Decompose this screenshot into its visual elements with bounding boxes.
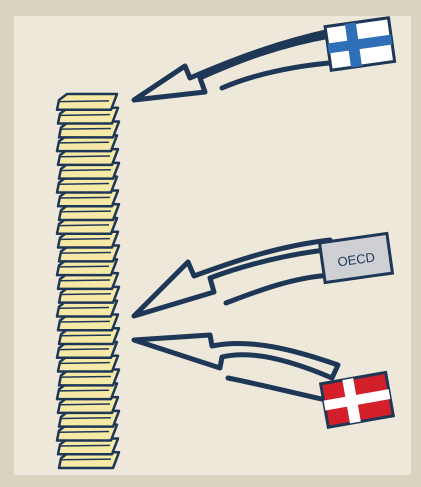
paper-edge-line <box>60 417 112 420</box>
paper-edge-line <box>58 265 110 268</box>
paper-edge-line <box>60 251 112 254</box>
paper-edge-line <box>58 306 110 309</box>
paper-edge-line <box>58 389 110 392</box>
paper-edge-line <box>60 334 112 337</box>
paper-edge-line <box>58 348 110 351</box>
denmark-flag <box>318 370 396 429</box>
paper-edge-line <box>59 403 111 406</box>
paper-edge-line <box>58 100 110 103</box>
paper-edge-line <box>59 320 111 323</box>
finland-flag <box>323 16 397 72</box>
paper-edge-line <box>59 196 111 199</box>
paper-edge-line <box>59 444 111 447</box>
arrow-denmark <box>131 332 341 403</box>
paper-edge-line <box>58 224 110 227</box>
oecd-label: OECD <box>337 249 376 269</box>
paper-edge-line <box>59 113 111 117</box>
paper-edge-line <box>60 210 112 213</box>
paper-edge-line <box>60 127 112 130</box>
arrow-oecd <box>131 237 333 319</box>
paper-stack <box>55 92 121 470</box>
paper-edge-line <box>60 293 112 296</box>
arrow-finland <box>131 27 343 103</box>
paper-edge-line <box>60 375 112 378</box>
paper-edge-line <box>58 182 110 185</box>
paper-edge-line <box>60 169 112 172</box>
paper-edge-line <box>59 361 111 365</box>
paper-edge-line <box>59 279 111 282</box>
paper-edge-line <box>59 155 111 158</box>
paper-edge-line <box>60 458 112 461</box>
paper-edge-line <box>58 430 110 433</box>
paper-edge-line <box>59 237 111 241</box>
oecd-flag: OECD <box>317 231 395 285</box>
paper-edge-line <box>58 141 110 144</box>
